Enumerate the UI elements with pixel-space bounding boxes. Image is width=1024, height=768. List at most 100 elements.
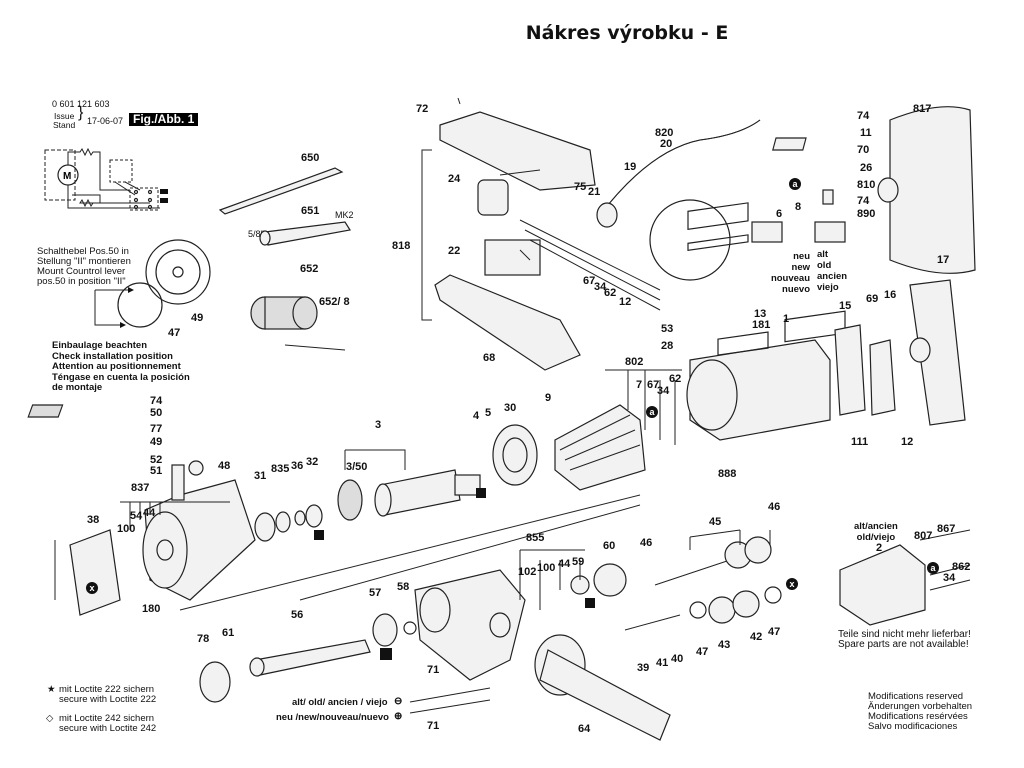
part-label: 64 [578, 723, 591, 735]
part-label: 22 [448, 245, 461, 257]
cover-817 [889, 106, 976, 274]
part-label: 34 [657, 385, 670, 397]
gear-housing-left [142, 479, 256, 601]
note-line: alt/ancien [854, 521, 898, 532]
part-label: 180 [142, 603, 161, 615]
part-label: 1 [783, 313, 790, 325]
part-label: 60 [603, 540, 616, 552]
part-label: 59 [572, 556, 585, 568]
part-label: 100 [537, 562, 556, 574]
part-label: 38 [87, 514, 100, 526]
part-label: 69 [866, 293, 879, 305]
note-line: neu [793, 251, 810, 262]
note-line: secure with Loctite 222 [59, 694, 157, 705]
part-label: 47 [768, 626, 781, 638]
part-label: 9 [545, 392, 552, 404]
part-label: 31 [254, 470, 267, 482]
part-label: 100 [117, 523, 136, 535]
part-label: 74 [857, 195, 870, 207]
slotted-screw-icon: ⊖ [394, 696, 403, 707]
new-variant-label: neu new nouveau nuevo [762, 251, 810, 295]
screw-new-label: neu /new/nouveau/nuevo [276, 712, 389, 723]
part-label: 102 [518, 566, 537, 578]
part-label: 835 [271, 463, 290, 475]
modifications-note: Modifications reserved Änderungen vorbeh… [868, 692, 972, 732]
part-label: 855 [526, 532, 545, 544]
note-line: Salvo modificaciones [868, 721, 958, 732]
part-label: 39 [637, 662, 650, 674]
part-label: 5 [485, 407, 492, 419]
part-label: 12 [901, 436, 914, 448]
part-label: 49 [191, 312, 204, 324]
part-label: 802 [625, 356, 644, 368]
part-label: 45 [709, 516, 722, 528]
part-label: 51 [150, 465, 163, 477]
note-line: Modifications resérvées [868, 711, 968, 722]
note-line: Check installation position [52, 350, 173, 362]
note-line: mit Loctite 222 sichern [59, 684, 155, 695]
wiring-diagram: M [44, 147, 168, 211]
part-label: 28 [661, 340, 674, 352]
part-label: 650 [301, 152, 320, 164]
loctite-222-note: mit Loctite 222 sichern secure with Loct… [59, 685, 156, 705]
part-label: 52 [150, 454, 163, 466]
note-line: Teile sind nicht mehr lieferbar! [838, 629, 971, 640]
motor-housing [686, 339, 831, 441]
part-label: 67 [647, 379, 660, 391]
part-label: 46 [640, 537, 653, 549]
note-line: Modifications reserved [868, 691, 964, 702]
part-label: 36 [291, 460, 304, 472]
taper-arbor-651 [264, 221, 351, 246]
note-line: Mount Countrol lever [37, 266, 126, 277]
part-label: 13 [754, 308, 767, 320]
part-label: 862 [952, 561, 971, 573]
part-label: 19 [624, 161, 637, 173]
part-label: 74 [150, 395, 163, 407]
note-line: Téngase en cuenta la posición [52, 371, 190, 383]
part-label: 837 [131, 482, 150, 494]
part-label: 652 [300, 263, 319, 275]
control-lever-detail [94, 239, 211, 328]
part-label: 61 [222, 627, 235, 639]
part-label: 67 [583, 275, 596, 287]
note-line: secure with Loctite 242 [59, 723, 157, 734]
part-label: 32 [306, 456, 319, 468]
taper-mk2-label: MK2 [335, 210, 354, 220]
part-label: 70 [857, 144, 870, 156]
loctite-242-note: mit Loctite 242 sichern secure with Loct… [59, 714, 156, 734]
note-line: new [791, 262, 810, 273]
note-line: nuevo [782, 284, 810, 295]
note-line: de montaje [52, 382, 103, 393]
part-label: 12 [619, 296, 632, 308]
part-label: 810 [857, 179, 876, 191]
part-label: 181 [752, 319, 771, 331]
marker-a: a [789, 178, 801, 190]
marker-a: a [927, 562, 939, 574]
note-line: Stellung "II" montieren [37, 256, 131, 267]
issue-date: 17-06-07 [87, 116, 124, 126]
part-label: 16 [884, 289, 897, 301]
old-variant-label: alt old ancien viejo [817, 249, 847, 293]
part-label: 41 [656, 657, 669, 669]
drill-chuck-652 [250, 296, 346, 351]
part-label: 652/ 8 [319, 296, 350, 308]
part-label: 57 [369, 587, 382, 599]
part-label: 48 [218, 460, 231, 472]
part-label: 888 [718, 468, 737, 480]
part-label: 54 [130, 510, 143, 522]
part-label: 3 [375, 419, 382, 431]
part-label: 26 [860, 162, 873, 174]
torx-screw-icon: ⊕ [394, 711, 403, 722]
part-label: 890 [857, 208, 876, 220]
issue-label: Issue [54, 111, 75, 121]
part-label: 50 [150, 407, 163, 419]
part-label: 7 [636, 379, 643, 391]
part-label: 15 [839, 300, 852, 312]
part-label: 58 [397, 581, 410, 593]
note-line: nouveau [770, 273, 810, 284]
part-label: 8 [795, 201, 802, 213]
part-label: 11 [860, 127, 872, 139]
part-label: 78 [197, 633, 210, 645]
part-label: 44 [558, 558, 571, 570]
old-variant-label: alt/ancien old/viejo [854, 521, 898, 543]
